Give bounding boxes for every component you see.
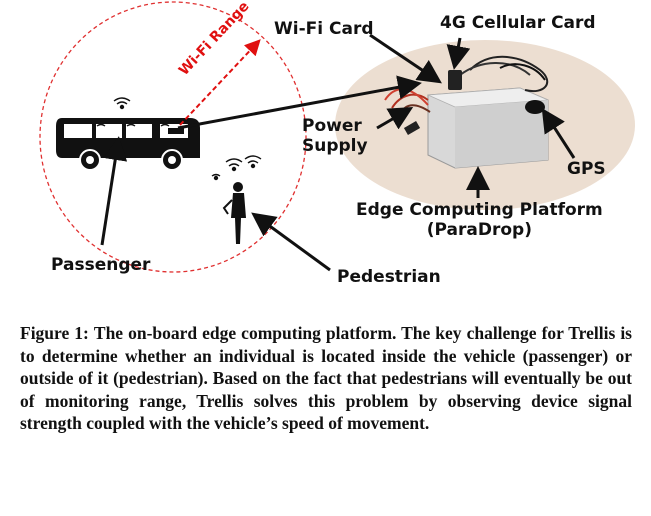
passenger-person-icon (115, 126, 121, 132)
annotation-arrows (100, 33, 576, 272)
wifi-range-circle (39, 1, 307, 273)
figure-caption: Figure 1: The on-board edge computing pl… (20, 322, 632, 435)
cellular-module (448, 70, 462, 90)
person-icon (222, 182, 246, 244)
figure-illustration (39, 1, 635, 273)
label-passenger: Passenger (51, 255, 151, 275)
wifi-icon (96, 97, 262, 181)
label-cellular-card: 4G Cellular Card (440, 13, 596, 33)
label-gps: GPS (567, 159, 606, 179)
gps-antenna-icon (525, 100, 545, 114)
label-power-supply: Power Supply (302, 116, 368, 156)
caption-number: Figure 1: (20, 323, 89, 343)
label-edge-platform: Edge Computing Platform (ParaDrop) (356, 200, 603, 240)
caption-text: The on-board edge computing platform. Th… (20, 323, 632, 433)
label-wifi-card: Wi-Fi Card (274, 19, 374, 39)
label-pedestrian: Pedestrian (337, 267, 441, 287)
cable-icon (384, 55, 549, 121)
figure-1: Wi-Fi Range Wi-Fi Card 4G Cellular Card … (39, 0, 635, 287)
router-box-icon (427, 87, 549, 169)
wifi-range-arrow (179, 39, 261, 126)
